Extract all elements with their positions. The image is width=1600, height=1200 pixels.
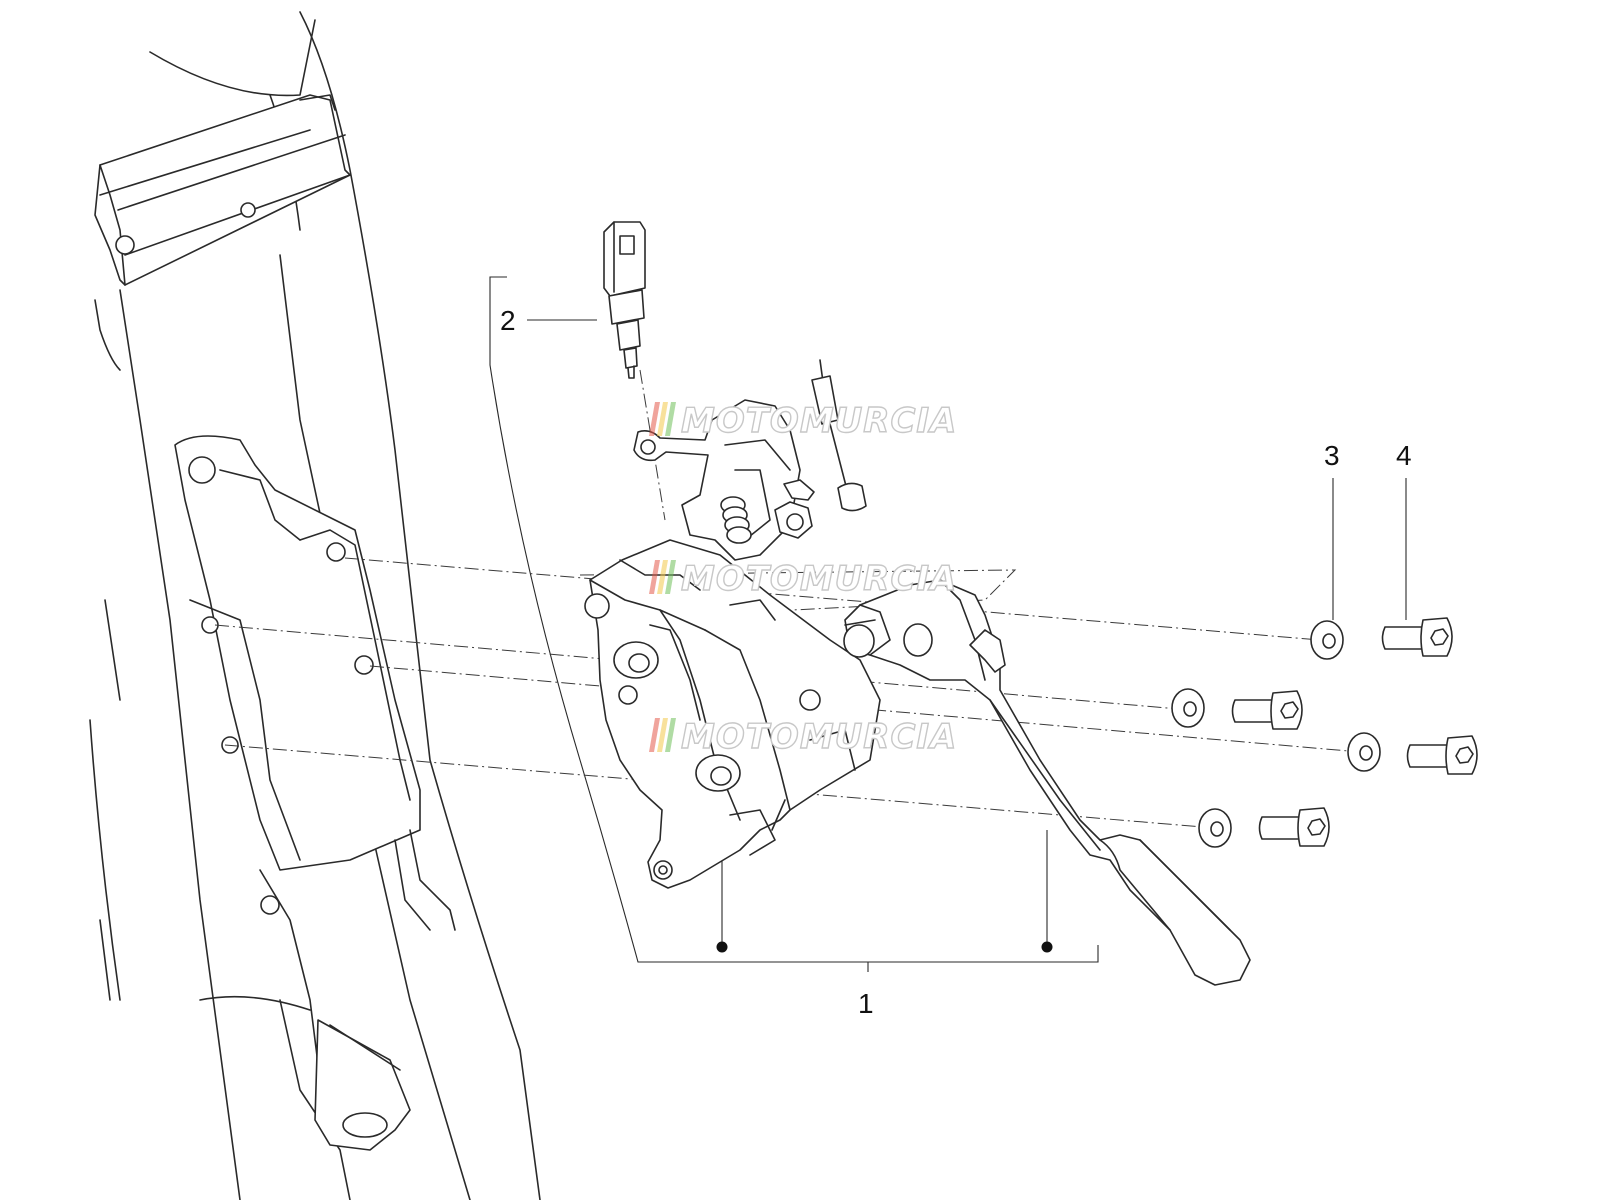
watermark-logo-stripes [649,560,676,594]
washer-4 [1198,808,1232,848]
washer-3 [1347,732,1381,772]
washer-2 [1171,688,1205,728]
watermark-logo-stripes [649,402,676,436]
watermark-1: MOTOMURCIA [649,400,957,442]
callout-4: 4 [1396,440,1412,471]
frame-structure [89,11,541,1200]
pedal-bracket [584,399,881,889]
bolt-2 [1231,690,1303,730]
return-spring [720,496,752,544]
washer-1 [1310,620,1344,660]
callout-3: 3 [1324,440,1340,471]
washers [1171,620,1381,848]
bolt-3 [1406,735,1478,775]
watermark-text: MOTOMURCIA [681,559,957,599]
callout-1: 1 [858,988,874,1019]
bolts [1231,617,1478,847]
watermark-text: MOTOMURCIA [681,717,957,757]
bracket-dot-right [1041,941,1053,953]
callout-2: 2 [500,305,516,336]
bolt-1 [1381,617,1453,657]
watermark-3: MOTOMURCIA [649,716,957,758]
watermark-logo-stripes [649,718,676,752]
assembly-bracket [489,276,1099,972]
bracket-dot-left [716,941,728,953]
brake-pedal [843,579,1251,986]
spring-pin [811,359,867,512]
bolt-4 [1258,807,1330,847]
watermark-text: MOTOMURCIA [681,401,957,441]
watermark-2: MOTOMURCIA [649,558,957,600]
stop-light-switch [603,221,646,379]
